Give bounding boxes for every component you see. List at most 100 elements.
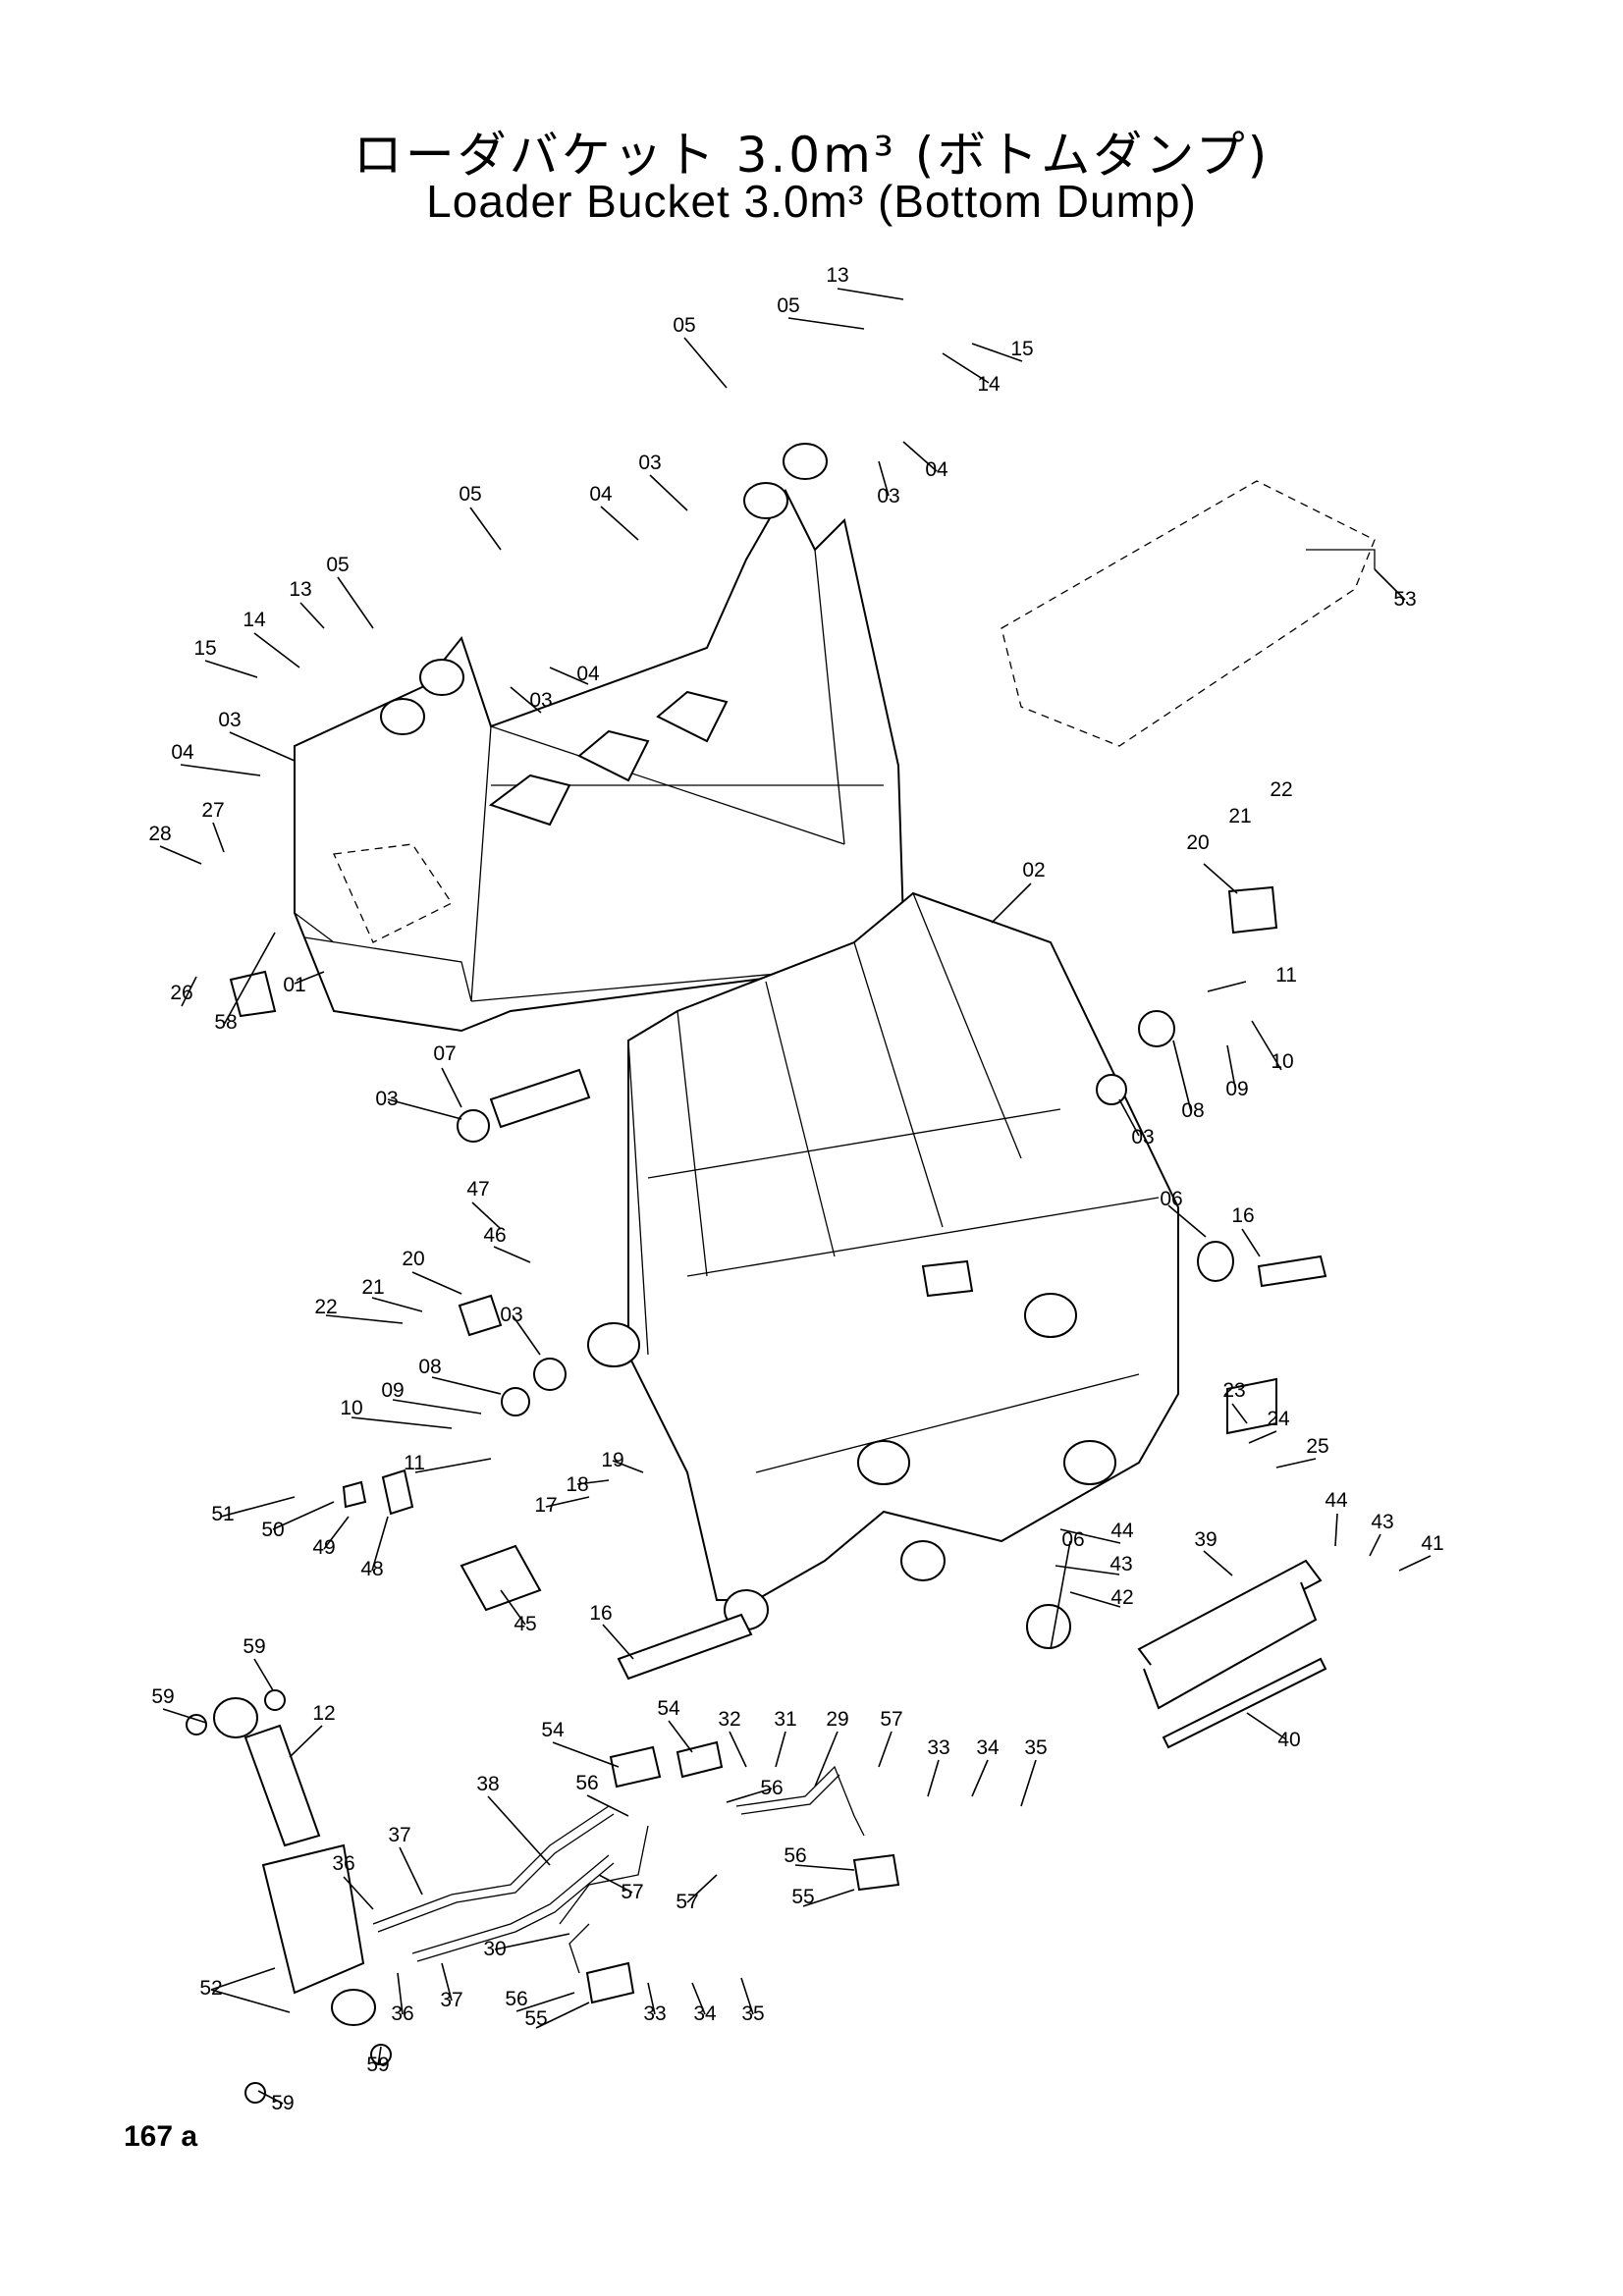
callout-c38: 38	[476, 1773, 499, 1795]
cylinder-drawing	[213, 1697, 376, 2026]
callout-c47: 47	[466, 1178, 489, 1201]
callout-c42: 42	[1110, 1586, 1133, 1609]
callout-c59a: 59	[151, 1685, 174, 1708]
callout-c34a: 34	[976, 1736, 1000, 1759]
callout-c59d: 59	[271, 2092, 294, 2114]
callout-c43b: 43	[1371, 1511, 1393, 1533]
callout-c56b: 56	[760, 1777, 783, 1799]
callout-c21a: 21	[1228, 805, 1251, 828]
callout-c25: 25	[1306, 1435, 1328, 1458]
callout-c08b: 08	[418, 1356, 441, 1378]
callout-c56d: 56	[505, 1988, 527, 2010]
callout-c58: 58	[214, 1011, 237, 1034]
callout-c37a: 37	[388, 1824, 410, 1846]
callout-c40: 40	[1277, 1729, 1300, 1751]
callout-c15b: 15	[193, 637, 216, 660]
callout-c26: 26	[170, 982, 192, 1004]
callout-c05b: 05	[673, 314, 695, 337]
callout-c03f: 03	[375, 1088, 398, 1110]
callout-c03c: 03	[529, 689, 552, 712]
callout-c54b: 54	[657, 1697, 680, 1720]
callout-c07: 07	[433, 1042, 456, 1065]
callout-c57c: 57	[621, 1881, 643, 1903]
callout-c57a: 57	[880, 1708, 902, 1731]
callout-c20b: 20	[402, 1248, 424, 1270]
callout-c54a: 54	[541, 1719, 565, 1741]
callout-c35b: 35	[741, 2002, 764, 2025]
callout-c23: 23	[1222, 1379, 1245, 1402]
callout-c16b: 16	[589, 1602, 612, 1625]
callout-c55a: 55	[791, 1886, 814, 1908]
callout-c31: 31	[774, 1708, 796, 1731]
callout-c24: 24	[1267, 1408, 1290, 1430]
callout-c41: 41	[1421, 1532, 1443, 1555]
cutting-edge-drawing	[1137, 1559, 1327, 1749]
callout-c52: 52	[199, 1977, 222, 2000]
callout-c51: 51	[211, 1503, 234, 1525]
callout-c18: 18	[566, 1473, 588, 1496]
callout-c11b: 11	[404, 1452, 425, 1474]
callout-c48: 48	[360, 1558, 383, 1580]
callout-c04a: 04	[589, 483, 613, 506]
callout-c32: 32	[718, 1708, 740, 1731]
callout-c03a: 03	[638, 452, 661, 474]
title-english: Loader Bucket 3.0m³ (Bottom Dump)	[426, 176, 1197, 227]
callout-c29: 29	[826, 1708, 848, 1731]
callout-c28: 28	[148, 823, 171, 845]
callout-c03g: 03	[500, 1304, 522, 1326]
callout-c16a: 16	[1231, 1204, 1254, 1227]
callout-c02: 02	[1022, 859, 1045, 881]
callout-c05c: 05	[459, 483, 481, 506]
callout-c43a: 43	[1109, 1553, 1132, 1575]
callout-c35a: 35	[1024, 1736, 1047, 1759]
callout-c09a: 09	[1225, 1078, 1248, 1100]
main-frame-drawing	[587, 891, 1179, 1630]
callout-c37b: 37	[440, 1989, 462, 2011]
callout-c10a: 10	[1271, 1050, 1293, 1073]
callout-c21b: 21	[361, 1276, 384, 1299]
callout-c12: 12	[312, 1702, 335, 1725]
callout-c55b: 55	[524, 2007, 547, 2030]
callout-c06b: 06	[1061, 1528, 1084, 1551]
callout-c10b: 10	[340, 1397, 362, 1419]
callout-c30: 30	[483, 1938, 506, 1960]
callout-c05a: 05	[777, 294, 799, 317]
callout-c14a: 14	[977, 373, 1001, 396]
callout-c57b: 57	[676, 1891, 698, 1913]
callout-c04b: 04	[925, 458, 948, 481]
leader-lines	[159, 288, 1432, 2105]
callout-c46: 46	[483, 1224, 506, 1247]
callout-c36b: 36	[391, 2002, 413, 2025]
callout-c45: 45	[514, 1613, 536, 1635]
callout-c49: 49	[312, 1536, 335, 1559]
callout-c03e: 03	[1131, 1126, 1154, 1148]
callout-c03b: 03	[877, 485, 899, 507]
page-number: 167 a	[124, 2120, 198, 2153]
callout-c39: 39	[1194, 1528, 1217, 1551]
small-parts-drawing	[186, 885, 1327, 2104]
callout-c27: 27	[201, 799, 224, 822]
callout-c09b: 09	[381, 1379, 404, 1402]
callout-c50: 50	[261, 1519, 284, 1541]
callout-c13b: 13	[289, 578, 311, 601]
part-53-drawing	[1001, 480, 1376, 747]
callout-c20a: 20	[1186, 831, 1209, 854]
callout-c11a: 11	[1275, 964, 1297, 987]
callout-c56a: 56	[575, 1772, 598, 1794]
callout-c05d: 05	[326, 554, 349, 576]
callout-c04c: 04	[576, 663, 600, 685]
callout-c59c: 59	[366, 2054, 389, 2076]
callout-c22b: 22	[314, 1296, 337, 1318]
callout-labels: 0102030303030303030404040405050505060607…	[148, 264, 1443, 2114]
callout-c22a: 22	[1270, 778, 1292, 801]
callout-c53: 53	[1393, 588, 1416, 611]
callout-c36a: 36	[332, 1852, 354, 1875]
callout-c44b: 44	[1325, 1489, 1348, 1512]
callout-c01: 01	[283, 974, 305, 996]
title-japanese: ローダバケット 3.0m³ (ボトムダンプ)	[352, 127, 1271, 184]
upper-bucket-drawing	[294, 443, 905, 1033]
callout-c34b: 34	[693, 2002, 717, 2025]
callout-c17: 17	[534, 1494, 557, 1517]
hoses-drawing	[372, 1765, 865, 1974]
